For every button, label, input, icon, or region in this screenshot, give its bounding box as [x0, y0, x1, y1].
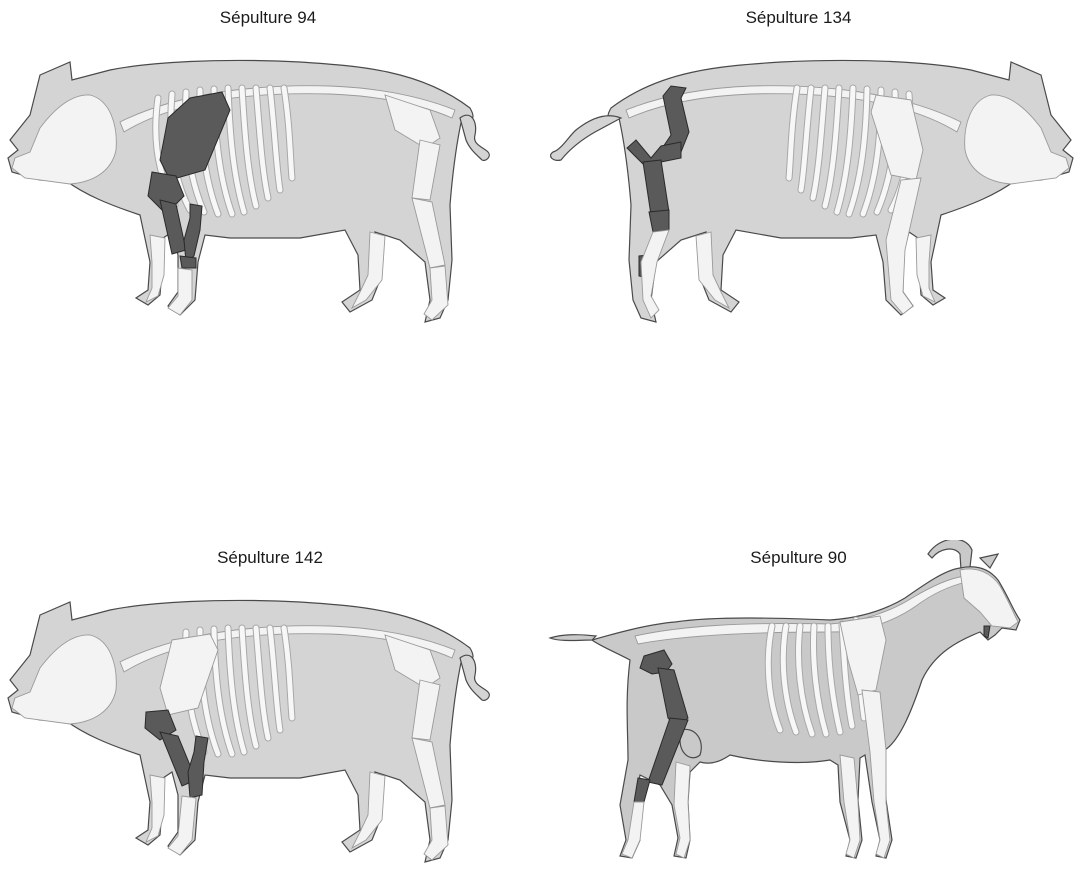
highlighted-tarsus: [649, 210, 669, 232]
pig-skeleton-illustration: [0, 0, 540, 360]
goat-ear: [980, 554, 998, 568]
panel-sepulture-134: Sépulture 134: [540, 0, 1081, 360]
pig-tail: [460, 655, 489, 700]
goat-skeleton-illustration: [540, 540, 1081, 876]
pig-fore-foot: [168, 796, 196, 855]
panel-sepulture-94: Sépulture 94: [0, 0, 540, 360]
panel-sepulture-90: Sépulture 90: [540, 540, 1081, 876]
goat-tail: [550, 635, 596, 641]
goat-figure: [550, 540, 1020, 858]
pig-tail: [551, 116, 621, 161]
panel-sepulture-142: Sépulture 142: [0, 540, 540, 876]
pig-figure: [8, 60, 489, 322]
pig-skeleton-illustration: [0, 540, 540, 876]
pig-skeleton-illustration: [540, 0, 1081, 360]
pig-figure: [551, 60, 1073, 322]
pig-tail: [460, 115, 489, 160]
pig-fore-foot: [168, 268, 192, 315]
highlighted-foot: [180, 256, 196, 268]
pig-figure: [8, 600, 489, 862]
